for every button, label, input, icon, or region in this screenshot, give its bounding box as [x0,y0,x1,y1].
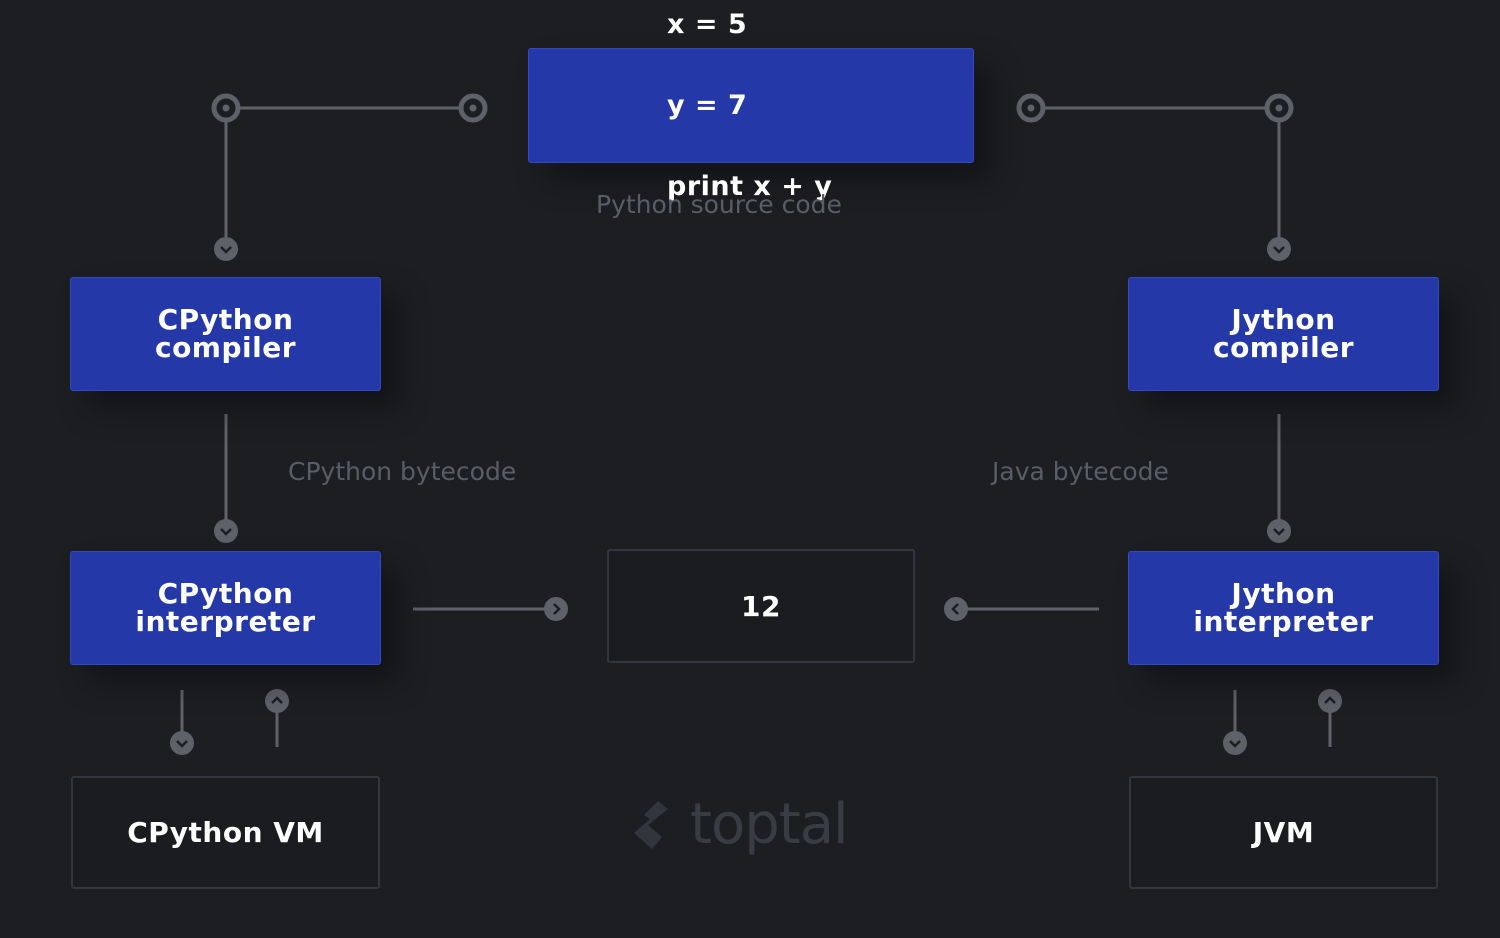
cpython-vm-box: CPython VM [71,776,380,889]
cpython-bytecode-caption: CPython bytecode [288,457,517,486]
cpython-compiler-label: compiler [154,331,297,364]
source-code-line: print x + y [667,171,833,202]
source-code-caption: Python source code [596,190,842,219]
jython-compiler-label: compiler [1212,331,1355,364]
result-value: 12 [741,589,781,623]
source-code-line: x = 5 [667,9,748,40]
connector-cpython-interpreter-vm [168,687,291,757]
connector-jython-interpreter-to-result [942,595,1099,623]
jvm-box: JVM [1129,776,1438,889]
connector-source-to-jython-compiler [1019,96,1291,263]
cpython-interpreter-label: interpreter [135,605,316,638]
jvm-label: JVM [1252,816,1315,849]
toptal-logo: toptal [628,792,849,857]
java-bytecode-caption: Java bytecode [992,457,1169,486]
jython-compiler-label: Jython [1231,303,1336,336]
connector-cpython-compiler-to-interpreter [212,414,240,545]
toptal-logo-icon [634,800,668,849]
jython-interpreter-label: interpreter [1193,605,1374,638]
source-code-line: y = 7 [667,90,748,121]
python-source-code-box: x = 5 y = 7 print x + y [528,11,974,200]
cpython-compiler-label: CPython [157,303,294,336]
jython-compiler-box: Jython compiler [1128,277,1439,391]
connector-jython-compiler-to-interpreter [1265,414,1293,545]
result-box: 12 [607,549,915,663]
jython-interpreter-box: Jython interpreter [1128,551,1439,665]
connector-cpython-interpreter-to-result [413,595,570,623]
toptal-wordmark: toptal [690,792,849,857]
connector-source-to-cpython-compiler [214,96,485,263]
cpython-interpreter-label: CPython [157,577,294,610]
jython-interpreter-label: Jython [1231,577,1336,610]
cpython-compiler-box: CPython compiler [70,277,381,391]
cpython-interpreter-box: CPython interpreter [70,551,381,665]
cpython-vm-label: CPython VM [127,816,324,849]
connector-jython-interpreter-jvm [1221,687,1344,757]
